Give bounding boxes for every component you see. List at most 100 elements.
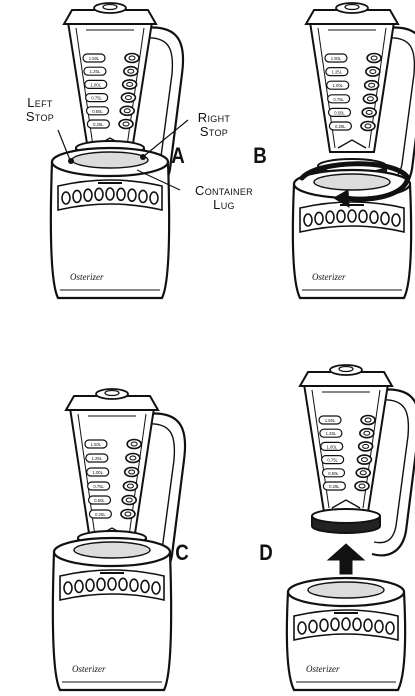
cup-mark: [355, 482, 369, 491]
right-stop-dot: [140, 154, 146, 160]
speed-button: [95, 188, 103, 200]
cup-mark: [122, 496, 136, 505]
cup-mark: [124, 67, 138, 76]
cup-mark: [121, 510, 135, 519]
speed-button: [392, 214, 400, 226]
measure-mark-label: 1.50L: [91, 442, 102, 447]
up-arrow-icon: [328, 544, 364, 574]
jar-body: [70, 408, 154, 540]
cup-mark: [127, 440, 141, 449]
collar-top: [312, 509, 380, 523]
speed-button: [309, 620, 317, 632]
brand-logo: Osterizer: [72, 664, 106, 674]
blender-base: Osterizer: [287, 578, 405, 690]
cup-mark: [362, 108, 376, 117]
measure-mark-label: 1.00L: [333, 83, 344, 88]
measure-mark-label: 0.50L: [92, 109, 103, 114]
cup-mark: [126, 454, 140, 463]
cup-mark: [357, 455, 371, 464]
panel-label-c: C: [175, 540, 189, 566]
measure-mark-label: 0.25L: [95, 512, 106, 517]
panel-label-a: A: [171, 143, 185, 169]
jar-collar: [312, 509, 380, 533]
cup-mark: [363, 94, 377, 103]
speed-button: [331, 618, 339, 630]
cup-mark: [361, 416, 375, 425]
speed-button: [139, 190, 147, 202]
cup-mark: [123, 80, 137, 89]
cup-mark: [123, 482, 137, 491]
measure-mark-label: 0.75L: [93, 484, 104, 489]
brand-logo: Osterizer: [312, 272, 346, 282]
measure-mark-label: 0.50L: [328, 471, 339, 476]
speed-button: [152, 582, 160, 594]
panel-b-illustration: 1.50L 1.25L 1.00L 0.75L 0.50L 0.25L Osterizer: [293, 3, 415, 298]
measure-mark-label: 1.50L: [89, 56, 100, 61]
cup-mark: [360, 429, 374, 438]
speed-button: [108, 578, 116, 590]
cup-mark: [119, 120, 133, 129]
speed-button: [117, 188, 125, 200]
measure-mark-label: 1.00L: [327, 444, 338, 449]
speed-button: [337, 210, 345, 222]
cup-mark: [366, 67, 380, 76]
speed-button: [353, 618, 361, 630]
measure-mark-label: 1.25L: [326, 431, 337, 436]
jar-body: [310, 22, 394, 152]
measure-mark-label: 0.75L: [91, 96, 102, 101]
measure-mark-label: 0.25L: [93, 122, 104, 127]
base-socket: [308, 582, 384, 598]
speed-button: [73, 190, 81, 202]
speed-button: [298, 622, 306, 634]
right-stop-label-line2: Stop: [200, 124, 228, 139]
container-lug-label-line1: Container: [195, 183, 253, 198]
measure-mark-label: 0.25L: [335, 124, 346, 129]
measure-mark-label: 1.25L: [332, 70, 343, 75]
speed-button: [62, 192, 70, 204]
speed-button: [370, 211, 378, 223]
panel-label-d: D: [259, 540, 273, 566]
left-stop-label-line1: Left: [27, 95, 52, 110]
blender-base: Osterizer: [53, 538, 171, 690]
speed-button: [359, 210, 367, 222]
speed-button: [364, 619, 372, 631]
brand-logo: Osterizer: [70, 272, 104, 282]
jar-body: [68, 22, 152, 150]
measure-mark-label: 0.50L: [94, 498, 105, 503]
measure-mark-label: 0.25L: [329, 484, 340, 489]
speed-button: [315, 212, 323, 224]
measure-mark-label: 1.50L: [331, 56, 342, 61]
cup-mark: [125, 468, 139, 477]
speed-button: [84, 189, 92, 201]
right-stop-label-line1: Right: [198, 110, 230, 125]
speed-button: [386, 622, 394, 634]
measure-mark-label: 0.50L: [334, 110, 345, 115]
jar-body: [304, 384, 388, 512]
speed-button: [342, 618, 350, 630]
speed-button: [150, 192, 158, 204]
base-socket: [72, 152, 148, 168]
container-lug-label: Container Lug: [178, 184, 270, 212]
panel-label-b: B: [253, 143, 267, 169]
speed-button: [348, 210, 356, 222]
speed-button: [75, 580, 83, 592]
measure-mark-label: 0.75L: [333, 97, 344, 102]
speed-button: [141, 580, 149, 592]
speed-button: [130, 579, 138, 591]
measure-mark-label: 1.00L: [91, 82, 102, 87]
base-socket: [74, 542, 150, 558]
right-stop-label: Right Stop: [186, 111, 242, 139]
speed-button: [304, 214, 312, 226]
speed-button: [64, 582, 72, 594]
cup-mark: [361, 122, 375, 131]
speed-button: [119, 578, 127, 590]
cup-mark: [359, 442, 373, 451]
left-stop-dot: [68, 158, 74, 164]
base-socket: [314, 174, 390, 190]
measure-mark-label: 1.00L: [92, 470, 103, 475]
panel-c-illustration: 1.50L1.25L1.00L0.75L0.50L0.25LOsterizer: [53, 389, 185, 690]
cup-mark: [121, 93, 135, 102]
cup-mark: [125, 54, 139, 63]
speed-button: [128, 189, 136, 201]
